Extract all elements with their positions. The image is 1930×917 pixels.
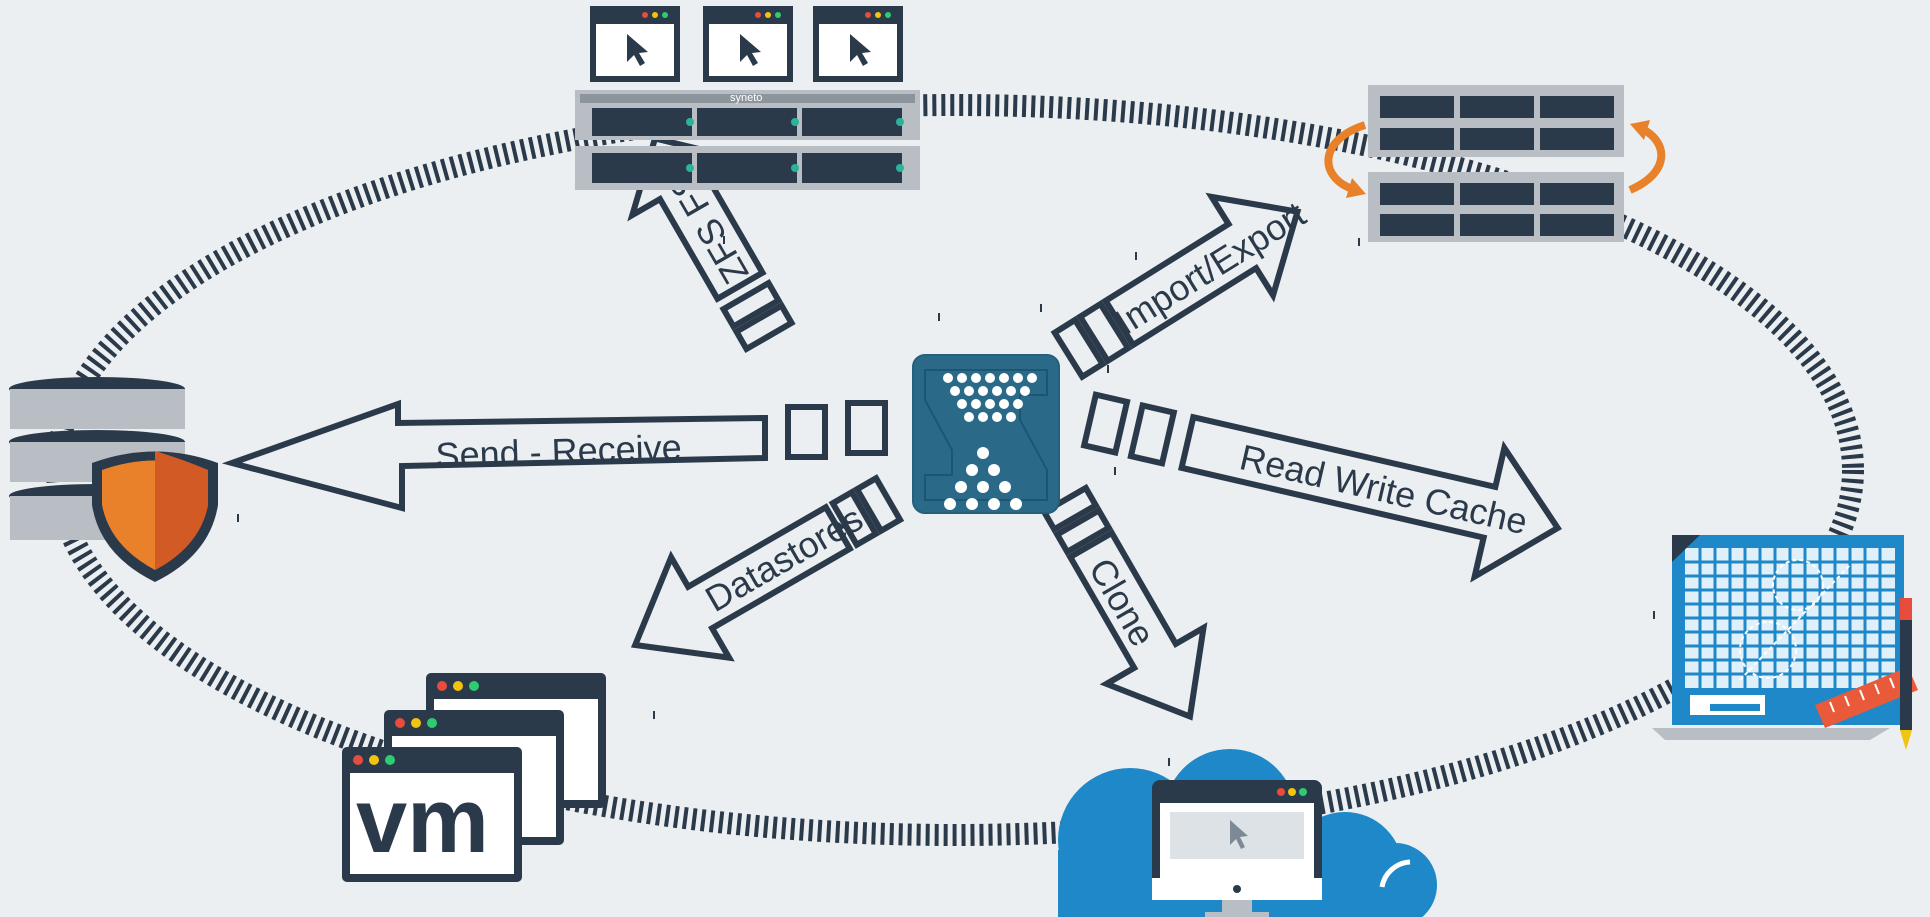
arrow-import-export: Import/Export [1050,192,1313,381]
arrow-label-datastores: Datastores [698,497,869,620]
backup-node [9,377,218,582]
replicated-servers-node [1324,85,1666,242]
tick-marks [237,236,1655,766]
arrow-label-send-receive: Send - Receive [435,426,682,476]
server-brand-label: syneto [730,92,762,104]
browser-window-icon [703,6,793,82]
vm-windows-icon: vm [342,673,606,882]
storage-node: syneto [575,6,920,190]
cloud-monitor-icon [1058,749,1437,917]
arrow-send-receive: Send - Receive [221,399,888,512]
cloud-node [1058,749,1437,917]
arrow-datastores: Datastores [630,474,905,662]
browser-window-icon [590,6,680,82]
design-node [1652,535,1918,750]
virtualization-node: vm [342,673,606,882]
blueprint-laptop-icon [1652,535,1918,750]
rack-server-icon: syneto [575,90,920,190]
browser-window-icon [813,6,903,82]
server-replication-icon [1324,85,1666,242]
hub-logo-icon [912,354,1060,514]
vm-logo-text: vm [356,770,489,872]
arrow-read-write-cache: Read Write Cache [1080,391,1562,583]
database-shield-icon [9,377,218,582]
